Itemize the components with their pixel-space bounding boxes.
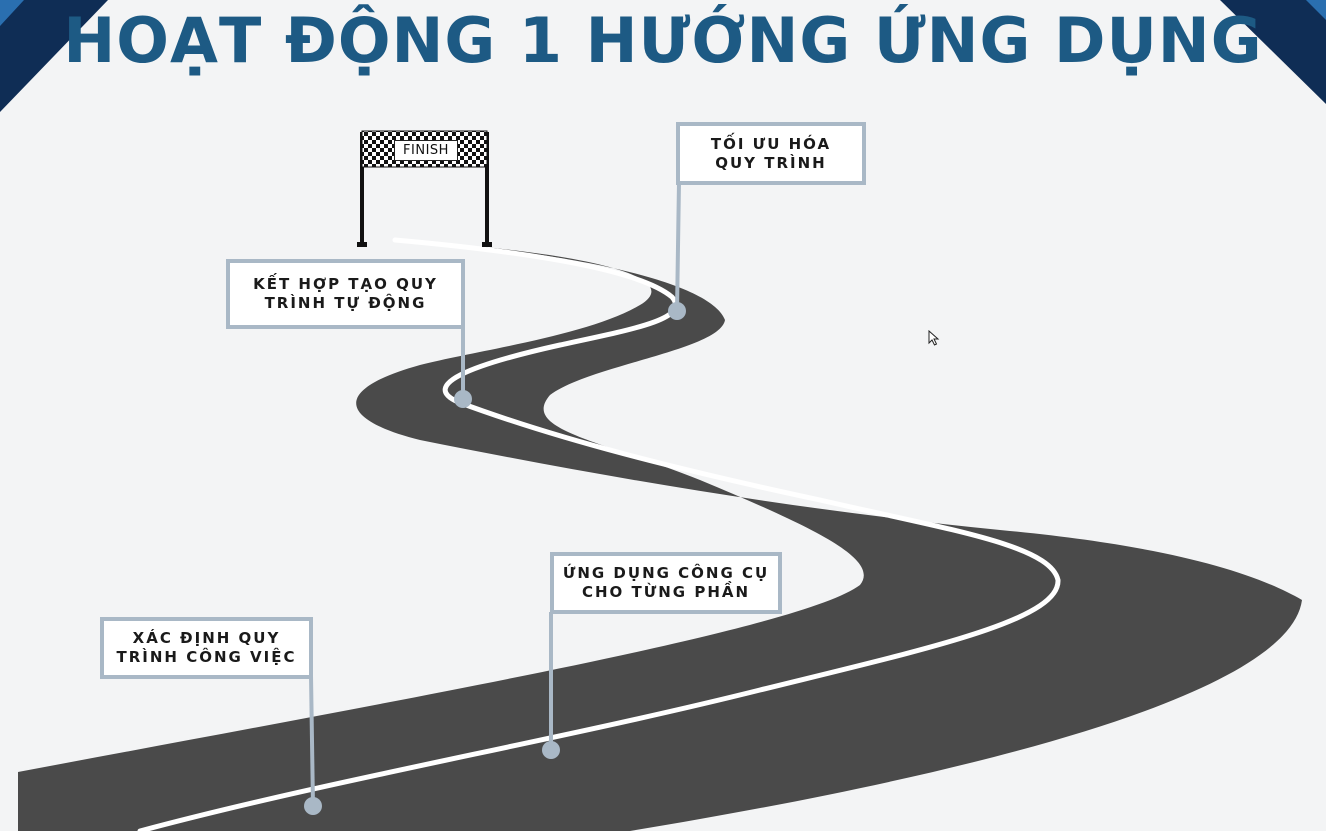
milestone-marker-2	[542, 741, 560, 759]
milestone-marker-1	[304, 797, 322, 815]
milestone-sign-3: KẾT HỢP TẠO QUY TRÌNH TỰ ĐỘNG	[226, 259, 465, 329]
milestone-sign-4: TỐI ƯU HÓA QUY TRÌNH	[676, 122, 866, 185]
finish-label: FINISH	[394, 140, 458, 161]
corner-decoration-right-accent	[1306, 0, 1326, 20]
corner-decoration-right	[1220, 0, 1326, 104]
winding-road	[18, 240, 1302, 831]
milestone-marker-4	[668, 302, 686, 320]
milestone-marker-3	[454, 390, 472, 408]
slide-title: HOẠT ĐỘNG 1 HƯỚNG ỨNG DỤNG	[63, 4, 1263, 77]
corner-decoration-left	[0, 0, 108, 112]
milestone-sign-1: XÁC ĐỊNH QUY TRÌNH CÔNG VIỆC	[100, 617, 313, 679]
sign-pole-4	[675, 181, 681, 312]
milestone-sign-2: ỨNG DỤNG CÔNG CỤ CHO TỪNG PHẦN	[550, 552, 782, 614]
finish-foot-right	[482, 242, 492, 247]
finish-foot-left	[357, 242, 367, 247]
sign-pole-1	[309, 675, 315, 807]
mouse-pointer-icon	[928, 330, 940, 346]
corner-decoration-left-accent	[0, 0, 24, 26]
